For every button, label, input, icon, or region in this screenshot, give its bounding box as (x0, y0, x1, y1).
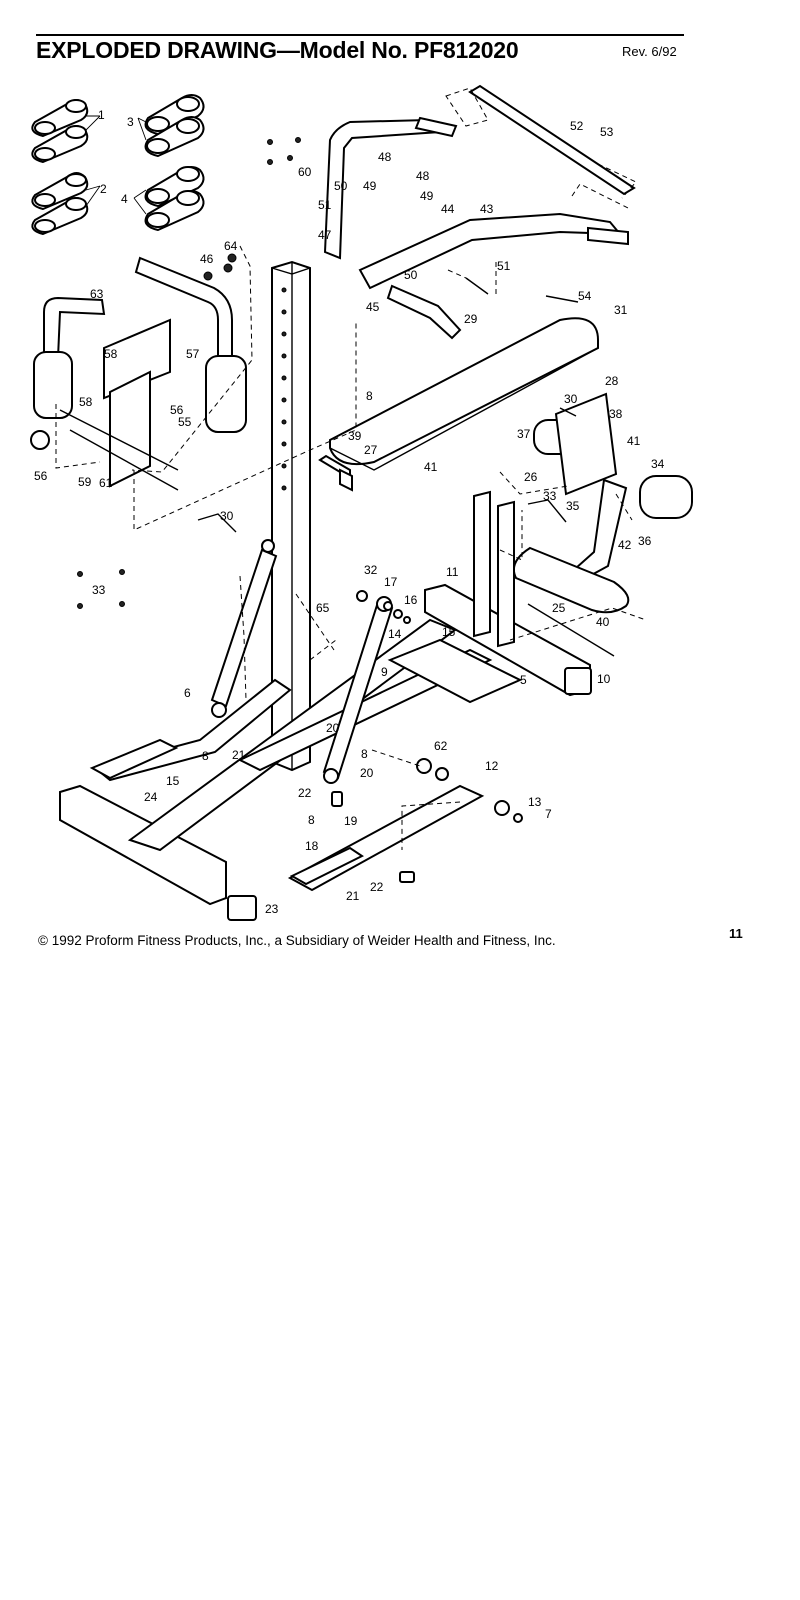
cable-tower (473, 490, 515, 648)
callout: 65 (316, 601, 330, 615)
callout: 41 (424, 460, 438, 474)
assembly-lines (55, 87, 647, 850)
callout: 1 (98, 108, 105, 122)
exploded-drawing: 1 2 3 4 60 48 50 49 51 47 48 49 44 43 52… (30, 84, 693, 921)
callout: 38 (609, 407, 623, 421)
callout: 25 (552, 601, 566, 615)
callout: 54 (578, 289, 592, 303)
callout: 6 (184, 686, 191, 700)
callout: 7 (545, 807, 552, 821)
callout: 24 (144, 790, 158, 804)
callout: 51 (497, 259, 511, 273)
callout: 44 (441, 202, 455, 216)
copyright-notice: © 1992 Proform Fitness Products, Inc., a… (38, 933, 556, 948)
callout: 13 (528, 795, 542, 809)
callout: 47 (318, 228, 332, 242)
callout: 27 (364, 443, 378, 457)
callout: 23 (265, 902, 279, 916)
callout: 32 (364, 563, 378, 577)
callout: 60 (298, 165, 312, 179)
callout: 29 (464, 312, 478, 326)
callout: 21 (346, 889, 360, 903)
callout: 40 (596, 615, 610, 629)
back-frame (323, 84, 636, 340)
callout: 18 (305, 839, 319, 853)
callout: 33 (92, 583, 106, 597)
callout: 9 (381, 665, 388, 679)
callout: 36 (638, 534, 652, 548)
callout: 5 (520, 673, 527, 687)
upright-column (271, 260, 311, 772)
callout: 19 (344, 814, 358, 828)
bench-pad (318, 317, 599, 492)
callout-labels: 1 2 3 4 60 48 50 49 51 47 48 49 44 43 52… (34, 108, 665, 916)
callout: 48 (416, 169, 430, 183)
callout: 4 (121, 192, 128, 206)
callout: 30 (220, 509, 234, 523)
callout: 46 (200, 252, 214, 266)
callout: 50 (334, 179, 348, 193)
callout: 8 (366, 389, 373, 403)
callout: 58 (104, 347, 118, 361)
callout: 12 (485, 759, 499, 773)
callout: 8 (361, 747, 368, 761)
callout: 42 (618, 538, 632, 552)
callout: 48 (378, 150, 392, 164)
weight-arms (30, 256, 247, 491)
hardware (77, 137, 579, 883)
callout: 8 (202, 749, 209, 763)
callout: 20 (326, 721, 340, 735)
page-title: EXPLODED DRAWING—Model No. PF812020 (36, 37, 519, 63)
callout: 37 (517, 427, 531, 441)
callout: 61 (99, 476, 113, 490)
callout: 43 (480, 202, 494, 216)
header-rule (36, 34, 684, 36)
callout: 59 (78, 475, 92, 489)
callout: 62 (434, 739, 448, 753)
callout: 14 (388, 627, 402, 641)
page-number: 11 (729, 926, 743, 941)
callout: 17 (384, 575, 398, 589)
callout: 22 (298, 786, 312, 800)
callout: 30 (564, 392, 578, 406)
callout: 55 (178, 415, 192, 429)
callout: 57 (186, 347, 200, 361)
callout: 3 (127, 115, 134, 129)
callout: 51 (318, 198, 332, 212)
callout: 49 (420, 189, 434, 203)
callout: 33 (543, 489, 557, 503)
callout: 35 (566, 499, 580, 513)
callout: 31 (614, 303, 628, 317)
callout: 2 (100, 182, 107, 196)
callout: 34 (651, 457, 665, 471)
callout: 56 (34, 469, 48, 483)
callout: 8 (308, 813, 315, 827)
callout: 63 (90, 287, 104, 301)
callout: 56 (170, 403, 184, 417)
callout: 49 (363, 179, 377, 193)
callout: 64 (224, 239, 238, 253)
callout: 20 (360, 766, 374, 780)
callout: 28 (605, 374, 619, 388)
callout: 26 (524, 470, 538, 484)
base-frame (59, 583, 592, 921)
callout: 52 (570, 119, 584, 133)
callout: 10 (597, 672, 611, 686)
callout: 58 (79, 395, 93, 409)
callout: 16 (404, 593, 418, 607)
callout: 21 (232, 748, 246, 762)
callout: 11 (446, 565, 459, 579)
callout: 39 (348, 429, 362, 443)
callout: 53 (600, 125, 614, 139)
callout: 41 (627, 434, 641, 448)
callout: 22 (370, 880, 384, 894)
revision-date: Rev. 6/92 (622, 44, 677, 59)
callout: 45 (366, 300, 380, 314)
leg-extension (512, 392, 693, 657)
callout: 15 (442, 625, 456, 639)
callout: 50 (404, 268, 418, 282)
callout: 15 (166, 774, 180, 788)
weight-plates (31, 94, 205, 236)
